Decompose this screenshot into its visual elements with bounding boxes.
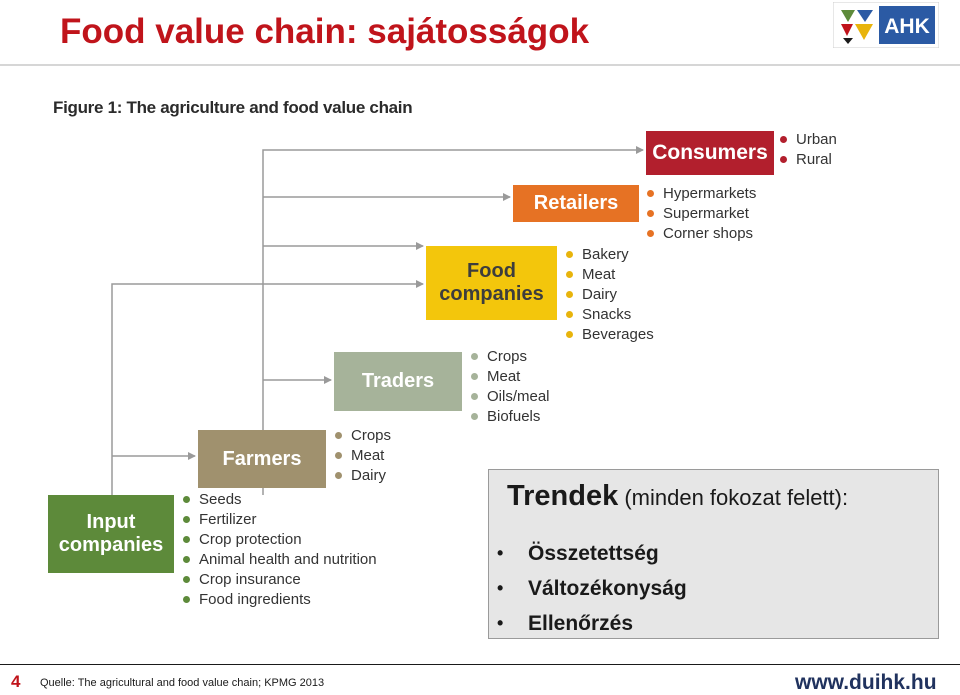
trends-title: Trendek (minden fokozat felett): [507,480,848,513]
stage-label-line: Food [467,260,516,282]
title-divider [0,64,960,66]
trends-list: Összetettség Változékonyság Ellenőrzés [497,536,687,641]
trends-title-bold: Trendek [507,480,619,512]
logo-text: AHK [884,15,930,38]
trend-item: Ellenőrzés [497,606,687,641]
consumers-items: Urban Rural [780,130,837,170]
trends-title-rest: (minden fokozat felett): [618,485,849,510]
footer-url: www.duihk.hu [795,671,937,694]
stage-label-line: Input [86,511,136,533]
list-item: Dairy [566,285,654,305]
trends-callout: Trendek (minden fokozat felett): Összete… [488,469,939,641]
list-item: Beverages [566,325,654,345]
list-item: Urban [780,130,837,150]
list-item: Meat [335,446,391,466]
list-item: Dairy [335,466,391,486]
stage-box-traders: Traders [334,352,462,411]
figure-title: Figure 1: The agriculture and food value… [53,98,413,117]
input-companies-items: Seeds Fertilizer Crop protection Animal … [183,490,377,610]
list-item: Meat [471,367,550,387]
list-item: Rural [780,150,837,170]
list-item: Fertilizer [183,510,377,530]
list-item: Food ingredients [183,590,377,610]
stage-label-line: Traders [361,370,435,392]
trend-item: Összetettség [497,536,687,571]
trend-item: Változékonyság [497,571,687,606]
farmers-items: Crops Meat Dairy [335,426,391,486]
list-item: Hypermarkets [647,184,756,204]
source-note: Quelle: The agricultural and food value … [40,677,325,689]
list-item: Seeds [183,490,377,510]
ahk-logo: AHK [833,2,939,48]
list-item: Snacks [566,305,654,325]
list-item: Animal health and nutrition [183,550,377,570]
footer-divider [0,664,960,665]
list-item: Meat [566,265,654,285]
stage-box-input-companies: Input companies [48,495,174,573]
list-item: Crop insurance [183,570,377,590]
list-item: Crops [471,347,550,367]
list-item: Crops [335,426,391,446]
list-item: Bakery [566,245,654,265]
stage-label-line: Consumers [652,140,768,164]
stage-label-line: companies [58,534,164,556]
food-companies-items: Bakery Meat Dairy Snacks Beverages [566,245,654,345]
stage-box-retailers: Retailers [513,185,639,222]
list-item: Crop protection [183,530,377,550]
stage-box-farmers: Farmers [198,430,326,488]
page-number: 4 [11,672,21,691]
stage-box-food-companies: Food companies [426,246,557,320]
retailers-items: Hypermarkets Supermarket Corner shops [647,184,756,244]
list-item: Corner shops [647,224,756,244]
traders-items: Crops Meat Oils/meal Biofuels [471,347,550,427]
stage-label-line: Farmers [222,447,302,470]
list-item: Biofuels [471,407,550,427]
connector-input-to-food [111,280,424,495]
list-item: Supermarket [647,204,756,224]
slide-title: Food value chain: sajátosságok [60,12,590,51]
stage-label-line: companies [439,283,544,305]
stage-box-consumers: Consumers [646,131,774,175]
stage-label-line: Retailers [533,192,619,214]
list-item: Oils/meal [471,387,550,407]
